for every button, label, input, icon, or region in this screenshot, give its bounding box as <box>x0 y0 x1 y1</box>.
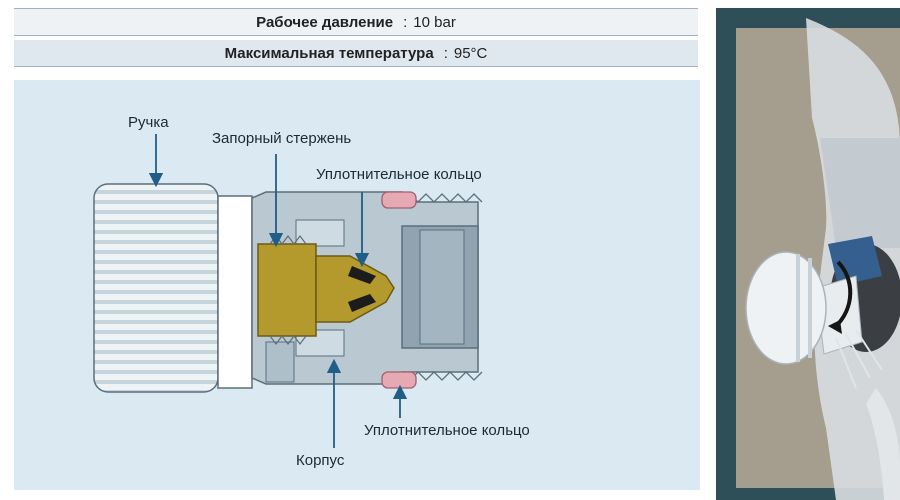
stem <box>257 235 395 345</box>
valve-drawing <box>93 134 483 448</box>
specs-table: Рабочее давление : 10 bar Максимальная т… <box>14 8 698 67</box>
spec-label-pressure: Рабочее давление <box>256 13 394 31</box>
valve-photo <box>716 8 900 500</box>
seal-ring-bottom <box>381 371 417 389</box>
handle-knob <box>93 183 253 393</box>
spec-label-temperature: Максимальная температура <box>224 44 434 62</box>
spec-separator: : <box>443 44 448 62</box>
callout-stem: Запорный стержень <box>212 130 352 147</box>
spec-row-pressure: Рабочее давление : 10 bar <box>14 8 698 36</box>
valve-cross-section-diagram: Ручка Запорный стержень Уплотнительное к… <box>14 80 700 490</box>
callout-seal-bottom: Уплотнительное кольцо <box>364 422 530 439</box>
callout-handle: Ручка <box>128 114 169 131</box>
spec-value-temperature: 95°C <box>453 44 488 62</box>
spec-value-pressure: 10 bar <box>413 13 456 31</box>
seal-ring-top <box>381 191 417 209</box>
callout-seal-top: Уплотнительное кольцо <box>316 166 482 183</box>
spec-separator: : <box>403 13 408 31</box>
valve-photo-illustration <box>716 8 900 500</box>
callout-body: Корпус <box>296 452 345 469</box>
spec-row-temperature: Максимальная температура : 95°C <box>14 40 698 67</box>
